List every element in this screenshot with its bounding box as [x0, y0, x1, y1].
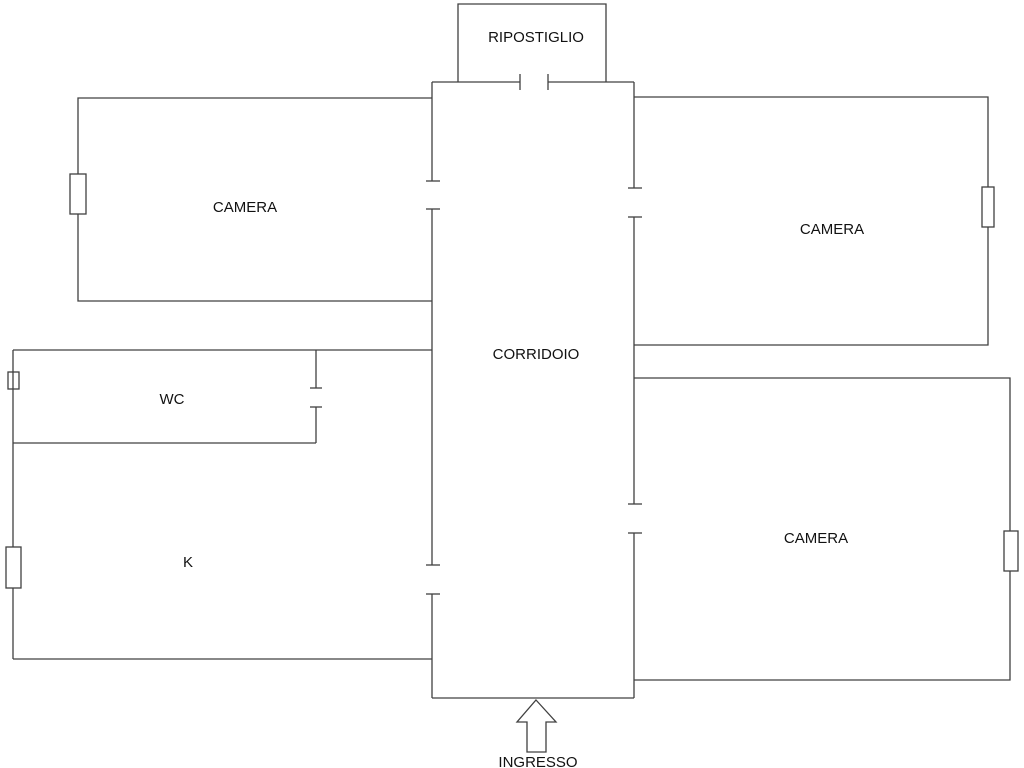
- entrance-arrow-icon: [515, 699, 558, 753]
- label-room-top-left: CAMERA: [213, 199, 277, 216]
- corridor: [426, 82, 642, 699]
- label-bathroom: WC: [160, 391, 185, 408]
- room-bottom-right: [634, 377, 1019, 681]
- bathroom: [7, 349, 432, 444]
- label-room-bottom-right: CAMERA: [784, 530, 848, 547]
- label-room-top-right: CAMERA: [800, 221, 864, 238]
- label-corridor: CORRIDOIO: [493, 346, 580, 363]
- window: [5, 546, 22, 589]
- label-storage: RIPOSTIGLIO: [488, 29, 584, 46]
- room-top-right: [634, 96, 995, 346]
- kitchen: [5, 350, 432, 660]
- storage-room: [432, 3, 634, 90]
- label-entrance: INGRESSO: [498, 754, 577, 768]
- window: [981, 186, 995, 228]
- label-kitchen: K: [183, 554, 193, 571]
- room-top-left: [69, 97, 432, 302]
- window: [1003, 530, 1019, 572]
- window: [69, 173, 87, 215]
